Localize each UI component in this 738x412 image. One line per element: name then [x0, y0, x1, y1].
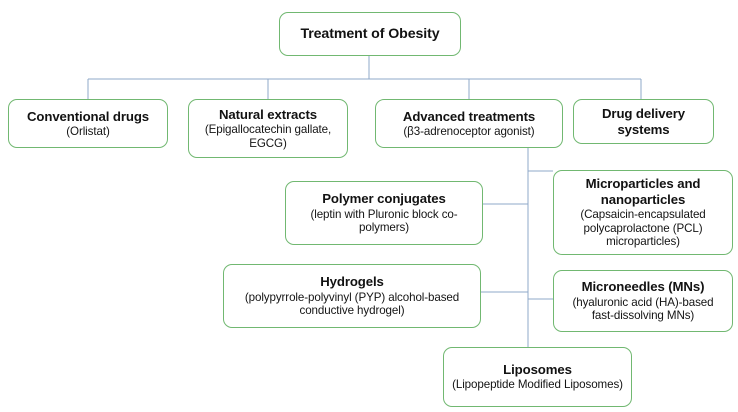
node-microparticles-nanoparticles[interactable]: Microparticles and nanoparticles (Capsai…	[553, 170, 733, 255]
node-liposomes[interactable]: Liposomes (Lipopeptide Modified Liposome…	[443, 347, 632, 407]
node-hydrogels[interactable]: Hydrogels (polypyrrole-polyvinyl (PYP) a…	[223, 264, 481, 328]
node-root-title: Treatment of Obesity	[300, 25, 440, 42]
node-conventional-drugs-sub: (Orlistat)	[66, 124, 110, 138]
node-hydrogels-title: Hydrogels	[320, 274, 384, 290]
node-liposomes-title: Liposomes	[503, 362, 572, 377]
node-hydrogels-sub: (polypyrrole-polyvinyl (PYP) alcohol-bas…	[244, 290, 460, 318]
node-microneedles[interactable]: Microneedles (MNs) (hyaluronic acid (HA)…	[553, 270, 733, 332]
node-conventional-drugs-title: Conventional drugs	[26, 108, 150, 124]
node-advanced-treatments[interactable]: Advanced treatments (β3-adrenoceptor ago…	[375, 99, 563, 148]
node-drug-delivery-systems[interactable]: Drug delivery systems	[573, 99, 714, 144]
node-microneedles-sub: (hyaluronic acid (HA)-based fast-dissolv…	[572, 295, 714, 323]
node-microneedles-title: Microneedles (MNs)	[581, 279, 705, 295]
node-polymer-conjugates-sub: (leptin with Pluronic block co-polymers)	[310, 207, 458, 235]
node-advanced-treatments-title: Advanced treatments	[402, 108, 536, 124]
node-microparticles-nanoparticles-title: Microparticles and nanoparticles	[585, 176, 701, 207]
node-liposomes-sub: (Lipopeptide Modified Liposomes)	[452, 378, 623, 392]
node-natural-extracts-title: Natural extracts	[218, 106, 318, 122]
node-root[interactable]: Treatment of Obesity	[279, 12, 461, 56]
node-polymer-conjugates-title: Polymer conjugates	[322, 191, 446, 207]
node-natural-extracts[interactable]: Natural extracts (Epigallocatechin galla…	[188, 99, 348, 158]
node-polymer-conjugates[interactable]: Polymer conjugates (leptin with Pluronic…	[285, 181, 483, 245]
node-natural-extracts-sub: (Epigallocatechin gallate, EGCG)	[204, 123, 332, 150]
node-microparticles-nanoparticles-sub: (Capsaicin-encapsulated polycaprolactone…	[580, 208, 706, 249]
node-advanced-treatments-sub: (β3-adrenoceptor agonist)	[403, 124, 535, 138]
node-conventional-drugs[interactable]: Conventional drugs (Orlistat)	[8, 99, 168, 148]
node-drug-delivery-systems-title: Drug delivery systems	[602, 106, 685, 137]
